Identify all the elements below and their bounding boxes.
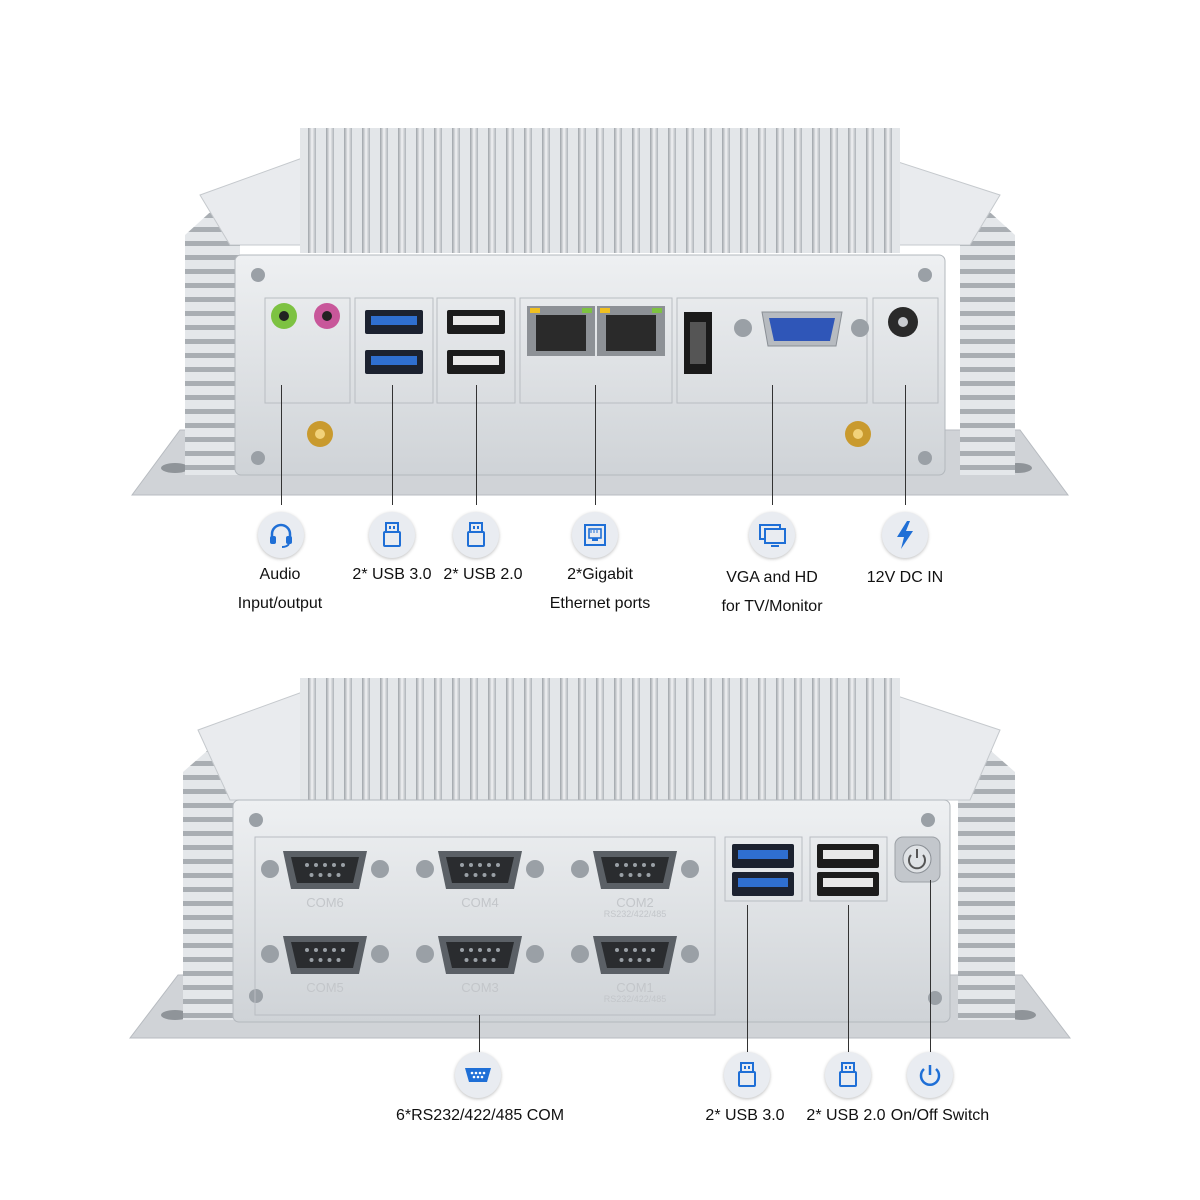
db9-serial-port <box>261 936 389 974</box>
usb2-port <box>817 844 879 868</box>
callout-usb3: 2* USB 3.0 <box>332 560 452 589</box>
dc-power-jack <box>888 307 918 337</box>
bottom-device-photo <box>0 660 1200 1050</box>
leader-line <box>930 880 931 1053</box>
com-port-label: COM1 <box>616 980 654 995</box>
callout-line: Ethernet ports <box>549 595 651 612</box>
com-port-label: COM6 <box>306 895 344 910</box>
callout-display: VGA and HD for TV/Monitor <box>702 563 842 621</box>
top-device-photo <box>0 0 1200 500</box>
usb3-port <box>732 844 794 868</box>
callout-line: On/Off Switch <box>890 1107 990 1124</box>
power-icon <box>907 1052 953 1098</box>
mount-screw-left <box>161 463 189 473</box>
callout-line: 2* USB 2.0 <box>806 1107 886 1124</box>
leader-line <box>479 1015 480 1055</box>
usb-icon <box>724 1052 770 1098</box>
callout-line: 12V DC IN <box>866 569 944 586</box>
usb-icon <box>369 512 415 558</box>
ethernet-port <box>597 306 665 356</box>
callout-line: Audio <box>259 566 301 583</box>
callout-dc-in: 12V DC IN <box>850 563 960 592</box>
callout-usb2: 2* USB 2.0 <box>786 1101 906 1130</box>
power-button <box>894 836 941 883</box>
lightning-icon <box>882 512 928 558</box>
db9-serial-port <box>416 936 544 974</box>
usb-icon <box>825 1052 871 1098</box>
db9-serial-port <box>571 851 699 889</box>
audio-out-jack <box>271 303 297 329</box>
callout-line: 6*RS232/422/485 COM <box>395 1107 565 1124</box>
callout-audio: Audio Input/output <box>220 560 340 618</box>
leader-line <box>392 385 393 505</box>
serial-port-icon <box>455 1052 501 1098</box>
com-port-sublabel: RS232/422/485 <box>603 994 667 1004</box>
callout-line: 2* USB 3.0 <box>705 1107 785 1124</box>
leader-line <box>905 385 906 505</box>
leader-line <box>772 385 773 505</box>
wifi-antenna-connector <box>845 421 871 447</box>
callout-line: 2* USB 2.0 <box>443 566 523 583</box>
db9-serial-port <box>261 851 389 889</box>
leader-line <box>476 385 477 505</box>
leader-line <box>595 385 596 505</box>
com-port-label: COM5 <box>306 980 344 995</box>
audio-in-jack <box>314 303 340 329</box>
leader-line <box>747 905 748 1053</box>
leader-line <box>281 385 282 505</box>
headset-icon <box>258 512 304 558</box>
callout-line: 2* USB 3.0 <box>352 566 432 583</box>
com-port-sublabel: RS232/422/485 <box>603 909 667 919</box>
monitor-icon <box>749 512 795 558</box>
callout-power-switch: On/Off Switch <box>880 1101 1000 1130</box>
usb2-port <box>447 350 505 374</box>
callout-line: 2*Gigabit <box>567 566 633 583</box>
callout-ethernet: 2*Gigabit Ethernet ports <box>520 560 680 618</box>
callout-line: VGA and HD <box>726 569 818 586</box>
usb-icon <box>453 512 499 558</box>
callout-usb2: 2* USB 2.0 <box>423 560 543 589</box>
leader-line <box>848 905 849 1053</box>
db9-serial-port <box>416 851 544 889</box>
usb3-port <box>365 310 423 334</box>
usb2-port <box>817 872 879 896</box>
callout-com: 6*RS232/422/485 COM <box>385 1101 575 1130</box>
ethernet-icon <box>572 512 618 558</box>
ethernet-port <box>527 306 595 356</box>
db9-serial-port <box>571 936 699 974</box>
callout-line: Input/output <box>237 595 323 612</box>
com-port-label: COM3 <box>461 980 499 995</box>
callout-line: for TV/Monitor <box>721 598 823 615</box>
wifi-antenna-connector <box>307 421 333 447</box>
mount-screw-left <box>161 1010 189 1020</box>
callout-usb3: 2* USB 3.0 <box>685 1101 805 1130</box>
usb2-port <box>447 310 505 334</box>
hdmi-port <box>684 312 712 374</box>
usb3-port <box>732 872 794 896</box>
com-port-label: COM2 <box>616 895 654 910</box>
usb3-port <box>365 350 423 374</box>
vga-port <box>734 311 869 347</box>
com-port-label: COM4 <box>461 895 499 910</box>
